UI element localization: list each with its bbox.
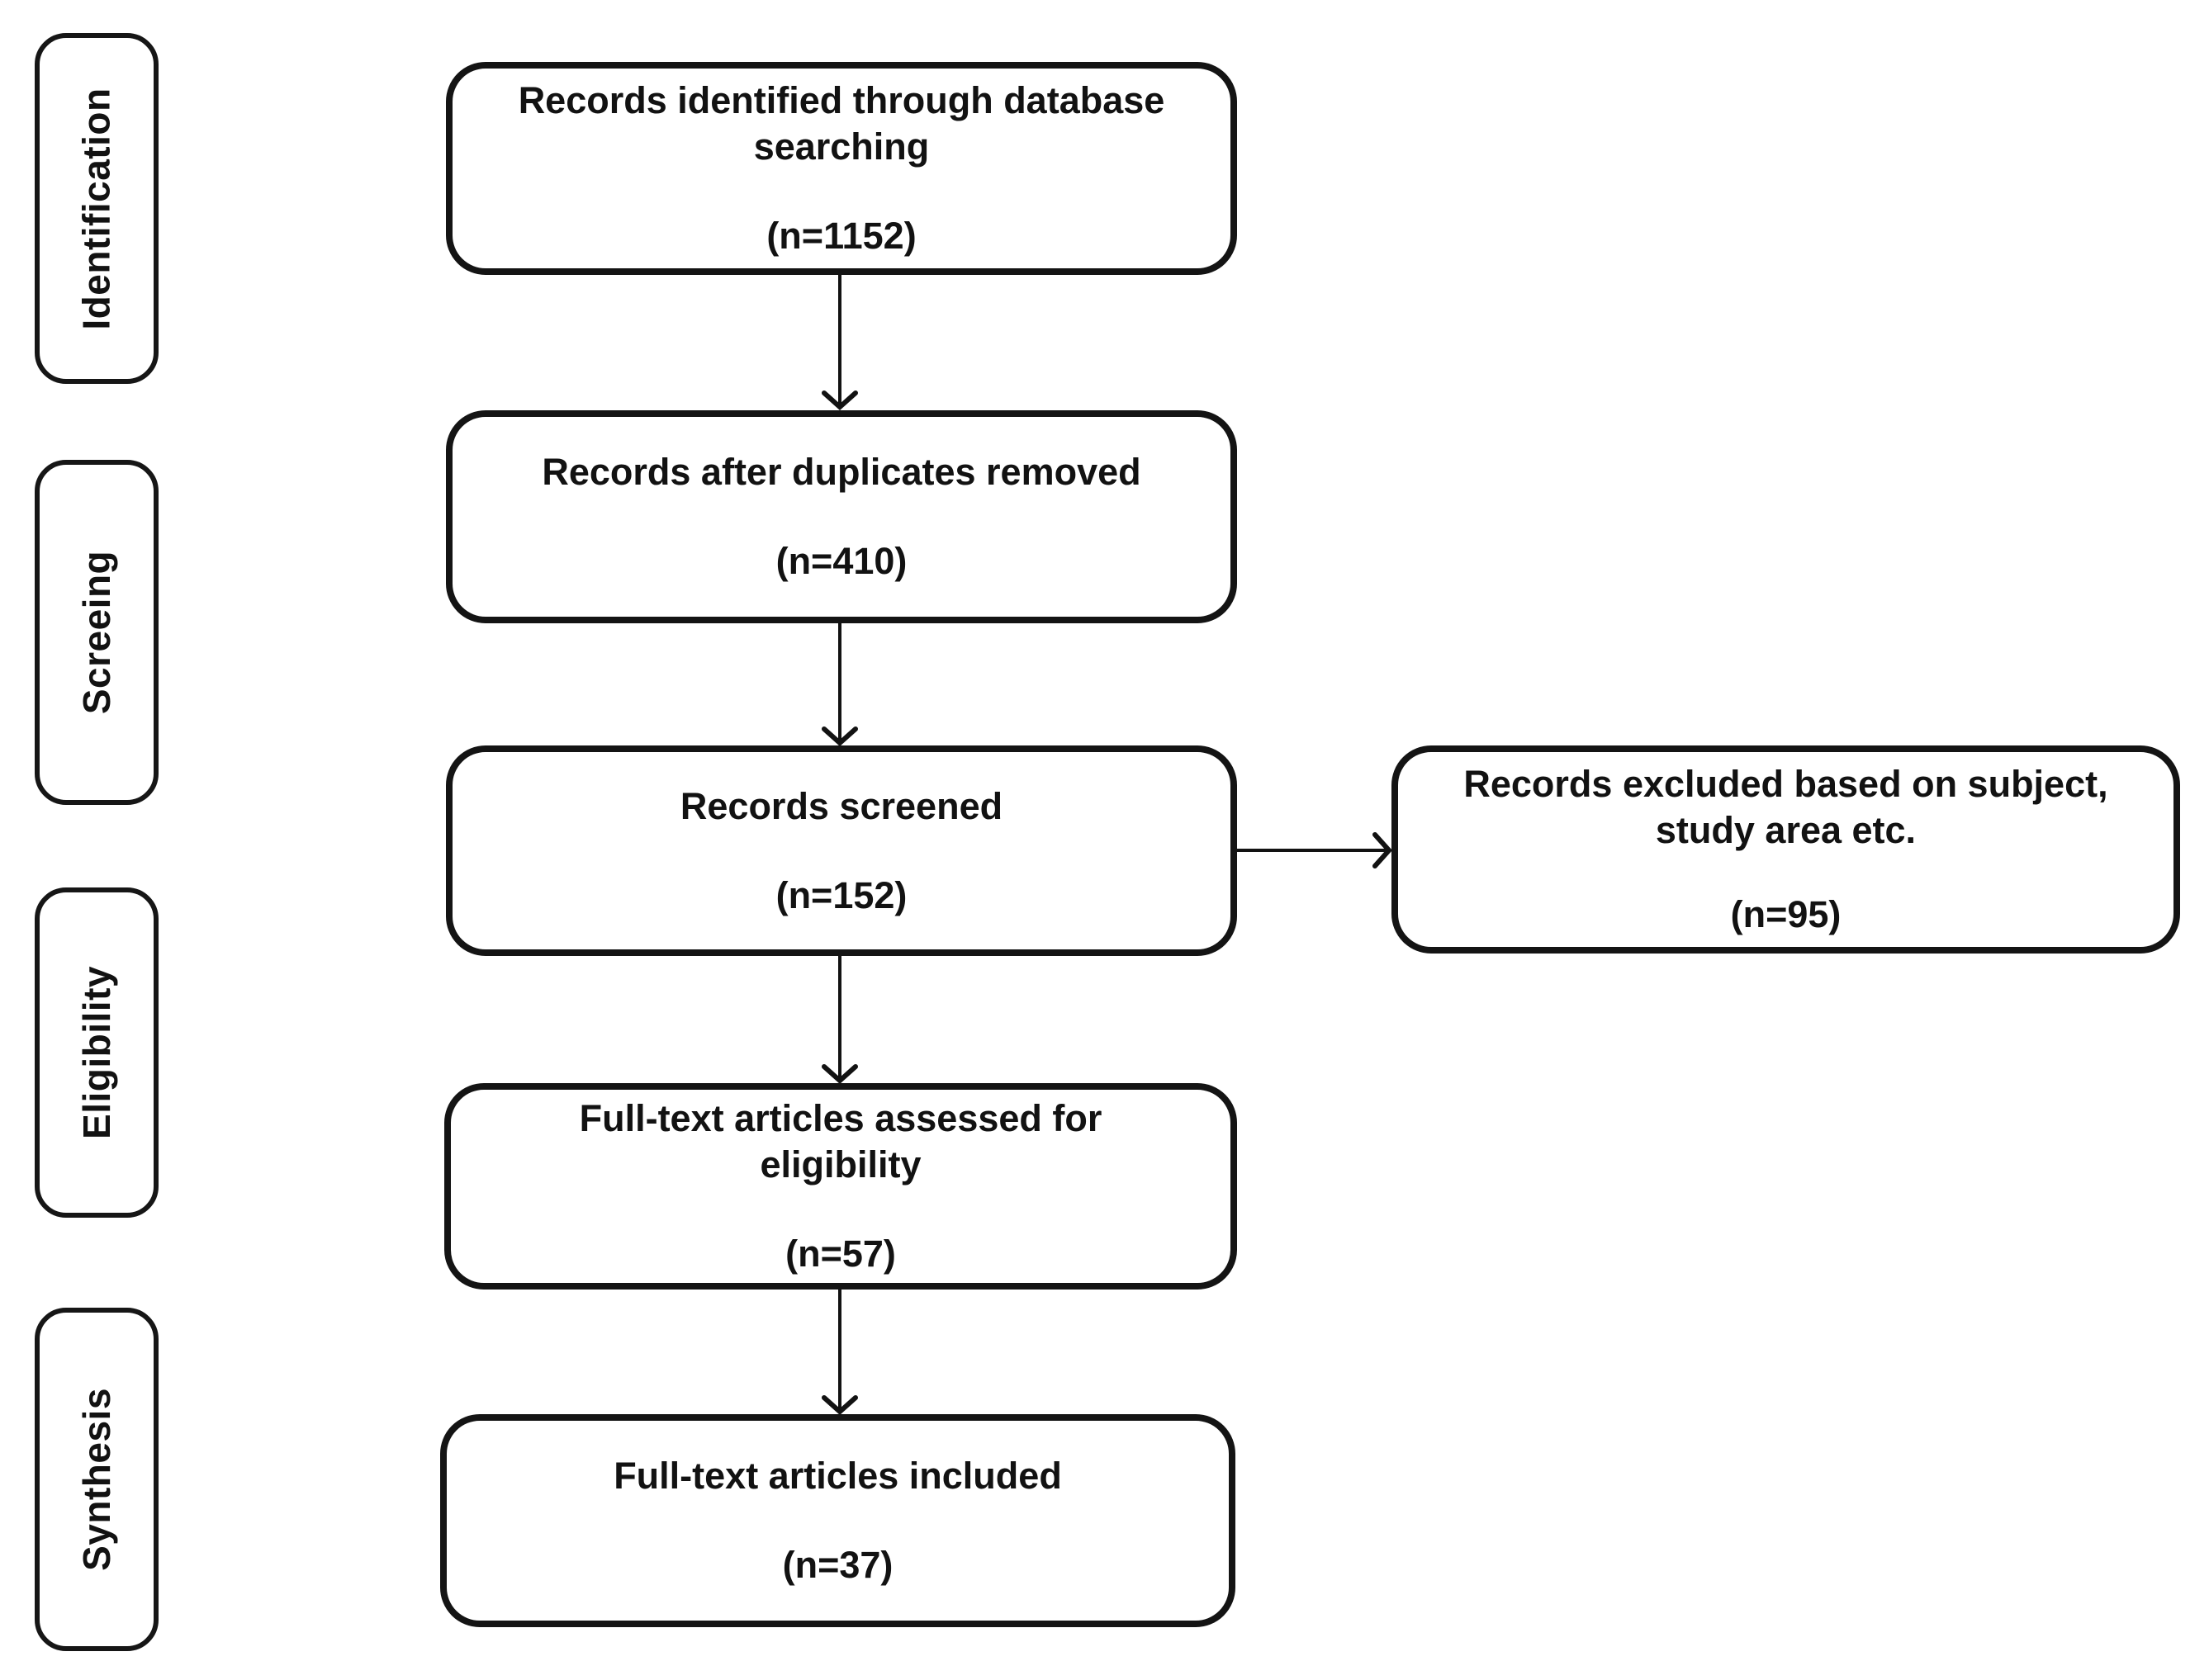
flow-box-count: (n=152) [775, 873, 908, 916]
stage-label-synthesis: Synthesis [75, 1388, 118, 1571]
flow-box-title: Records excluded based on subject, study… [1463, 763, 2108, 852]
flow-box-count: (n=1152) [766, 214, 917, 257]
flow-box-count: (n=57) [785, 1232, 896, 1275]
flow-box-full-text-included: Full-text articles included (n=37) [440, 1414, 1235, 1627]
flow-box-full-text-assessed: Full-text articles assessed for eligibil… [444, 1083, 1237, 1290]
arrow-screened-to-assessed [822, 956, 858, 1085]
arrow-identified-to-duplicates [822, 275, 858, 411]
flow-box-title: Records after duplicates removed [542, 451, 1141, 494]
flow-box-count: (n=37) [782, 1544, 894, 1586]
flow-box-title: Full-text articles assessed for eligibil… [579, 1097, 1102, 1186]
arrow-screened-to-excluded [1237, 832, 1393, 868]
stage-label-eligibility: Eligibility [75, 966, 118, 1139]
flow-box-title: Records identified through database sear… [518, 79, 1165, 168]
stage-box-eligibility: Eligibility [35, 887, 159, 1218]
stage-label-screening: Screeing [75, 550, 118, 715]
flow-box-records-screened: Records screened (n=152) [446, 745, 1237, 956]
stage-box-identification: Identification [35, 33, 159, 384]
flow-box-records-excluded: Records excluded based on subject, study… [1391, 745, 2180, 954]
flow-box-title: Records screened [680, 784, 1003, 827]
arrow-duplicates-to-screened [822, 623, 858, 747]
stage-box-screening: Screeing [35, 460, 159, 805]
flow-box-count: (n=410) [775, 540, 908, 582]
stage-box-synthesis: Synthesis [35, 1308, 159, 1651]
flow-box-title: Full-text articles included [614, 1455, 1062, 1498]
arrow-assessed-to-included [822, 1290, 858, 1416]
flow-box-records-identified: Records identified through database sear… [446, 62, 1237, 275]
flow-box-duplicates-removed: Records after duplicates removed (n=410) [446, 410, 1237, 623]
flow-box-count: (n=95) [1730, 892, 1842, 935]
stage-label-identification: Identification [75, 87, 119, 330]
